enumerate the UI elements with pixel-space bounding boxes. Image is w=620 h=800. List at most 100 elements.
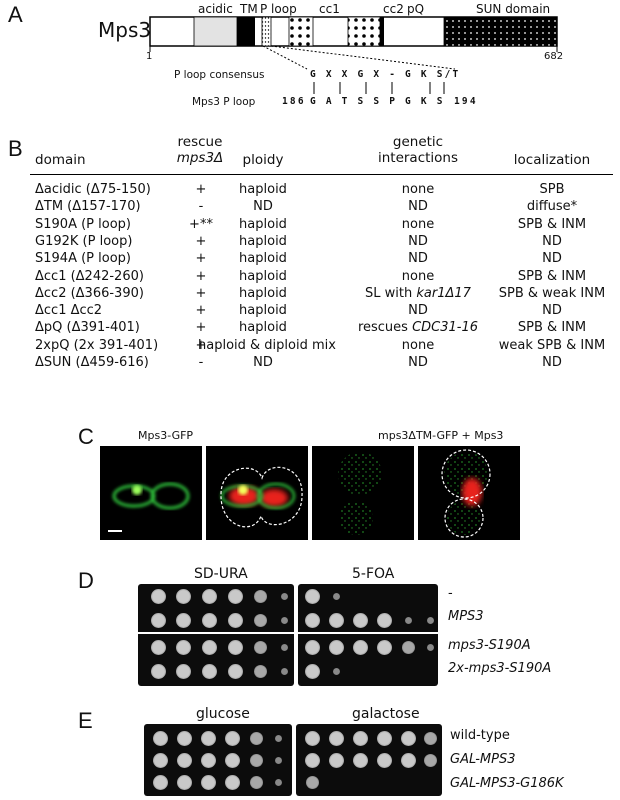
d-colony <box>332 667 340 675</box>
e-colony <box>249 753 263 767</box>
e-colony <box>400 730 416 746</box>
row-0-genetic: none <box>401 182 435 197</box>
row-7-genetic: ND <box>408 303 428 319</box>
e-colony <box>224 730 240 746</box>
e-colony <box>152 752 168 768</box>
row-8-domain: ΔpQ (Δ391-401) <box>35 320 140 336</box>
domain-label-pq: pQ <box>407 2 425 16</box>
micrograph-mps3-dtm-gfp <box>312 446 414 540</box>
row-6-domain: Δcc2 (Δ366-390) <box>35 285 144 301</box>
mps3-ploop-start: 186 <box>282 96 306 107</box>
row-0-domain: Δacidic (Δ75-150) <box>35 182 151 197</box>
panel-label-a: A <box>8 2 23 27</box>
ploop-domain <box>261 16 272 47</box>
d-colony <box>175 663 191 679</box>
consensus-sequence: G X X G X - G K S/T <box>310 69 461 80</box>
plate-galactose <box>296 724 442 796</box>
pq-domain <box>380 17 384 46</box>
e-colony <box>224 752 240 768</box>
plate-glucose <box>144 724 292 796</box>
row-3-ploidy: haploid <box>239 233 287 249</box>
row-3-rescue: + <box>195 233 207 249</box>
row-8-ploidy: haploid <box>239 320 287 336</box>
strain-e-0: wild-type <box>450 728 510 743</box>
e-colony <box>176 774 192 790</box>
row-6-genetic: SL with kar1Δ17 <box>365 285 471 301</box>
caption-mps3-gfp: Mps3-GFP <box>138 429 194 442</box>
protein-name: Mps3 <box>98 18 152 42</box>
d-colony <box>175 639 191 655</box>
panel-label-c: C <box>78 424 94 449</box>
row-2-rescue: +** <box>189 216 213 232</box>
d-colony <box>280 616 288 624</box>
row-4-domain: S194A (P loop) <box>35 251 131 267</box>
row-1-ploidy: ND <box>253 199 273 215</box>
e-colony <box>274 756 282 764</box>
d-colony <box>280 643 288 651</box>
e-colony <box>249 731 263 745</box>
e-colony <box>152 730 168 746</box>
d-colony <box>253 664 267 678</box>
e-colony <box>328 730 344 746</box>
row-0-rescue: + <box>195 182 207 197</box>
d-colony <box>352 639 368 655</box>
e-colony <box>274 734 282 742</box>
strain-d-2: mps3-S190A <box>448 638 531 653</box>
d-colony <box>253 640 267 654</box>
d-colony <box>332 592 340 600</box>
tm-domain <box>237 17 255 46</box>
panel-label-e: E <box>78 708 93 733</box>
strain-d-1: MPS3 <box>448 609 484 624</box>
e-colony <box>352 752 368 768</box>
e-colony <box>249 775 263 789</box>
e-colony <box>176 752 192 768</box>
row-5-rescue: + <box>195 268 207 284</box>
row-2-localization: SPB & INM <box>517 216 587 232</box>
row-10-localization: ND <box>542 355 562 370</box>
e-colony <box>376 752 392 768</box>
cc1-domain <box>288 16 314 47</box>
e-colony <box>400 752 416 768</box>
d-colony <box>227 663 243 679</box>
cc2-domain <box>347 16 381 47</box>
d-colony <box>201 588 217 604</box>
domain-labels: acidic TM P loop cc1 cc2 pQ SUN domain <box>0 0 620 20</box>
domain-label-cc1: cc1 <box>319 2 340 16</box>
row-10-domain: ΔSUN (Δ459-616) <box>35 355 149 370</box>
row-1-domain: ΔTM (Δ157-170) <box>35 199 141 215</box>
header-genetic-line1: genetic <box>392 134 444 150</box>
mps3-ploop-sequence: G A T S S P G K S <box>310 96 445 107</box>
row-9-rescue: + <box>195 337 207 353</box>
sun-domain <box>443 16 558 47</box>
row-1-rescue: - <box>198 199 204 215</box>
e-colony <box>152 774 168 790</box>
row-4-genetic: ND <box>408 251 428 267</box>
d-colony <box>304 663 320 679</box>
row-9-genetic: none <box>401 337 435 353</box>
header-domain: domain <box>35 152 86 168</box>
header-rescue: rescue mps3Δ <box>160 134 240 166</box>
row-10-genetic: ND <box>408 355 428 370</box>
row-2-genetic: none <box>401 216 435 232</box>
d-colony <box>227 588 243 604</box>
e-colony <box>376 730 392 746</box>
row-4-localization: ND <box>542 251 562 267</box>
d-colony <box>150 612 166 628</box>
header-ploidy: ploidy <box>242 152 284 168</box>
e-colony <box>304 730 320 746</box>
d-colony <box>201 663 217 679</box>
media-sd-ura: SD-URA <box>194 566 248 582</box>
e-colony <box>200 730 216 746</box>
row-5-localization: SPB & INM <box>517 268 587 284</box>
d-colony <box>304 612 320 628</box>
d-colony <box>175 612 191 628</box>
media-glucose: glucose <box>196 706 250 722</box>
micrograph-mps3-gfp <box>100 446 202 540</box>
row-10-ploidy: ND <box>253 355 273 370</box>
strain-d-0: - <box>448 586 453 601</box>
d-colony <box>352 612 368 628</box>
e-colony <box>274 778 282 786</box>
row-3-domain: G192K (P loop) <box>35 233 133 249</box>
micrograph-mps3-dtm-merge <box>418 446 520 540</box>
e-colony <box>328 752 344 768</box>
